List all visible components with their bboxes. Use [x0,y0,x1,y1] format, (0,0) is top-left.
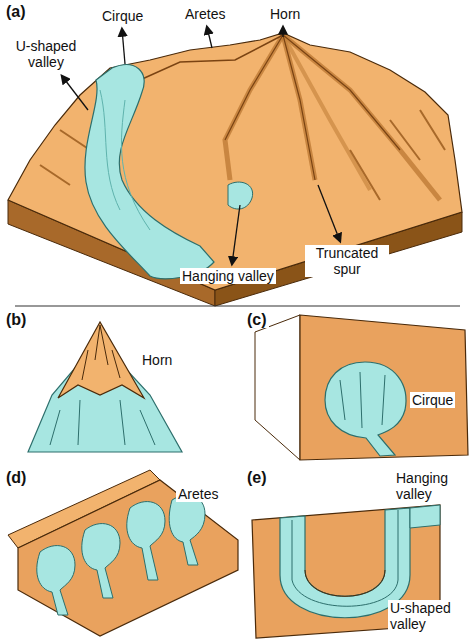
landform-label: Truncated spur [305,245,389,277]
aretes-figure [8,470,238,636]
panel-letter: (b) [4,312,28,328]
horn-figure [28,322,182,452]
block-diagram [8,33,462,306]
landform-label: Hanging valley [394,470,468,502]
landform-label: Cirque [410,392,455,408]
landform-label: U-shaped valley [8,38,84,70]
panel-letter: (e) [245,470,269,486]
panel-letter: (d) [4,470,28,486]
landform-label: Cirque [100,8,145,24]
leader-lines [62,27,340,264]
cirque-figure [255,315,468,460]
panel-letter: (a) [4,4,28,20]
landform-label: Aretes [183,6,227,22]
landform-label: Aretes [176,486,220,502]
panel-letter: (c) [245,312,269,328]
landform-label: Horn [268,6,302,22]
landform-label: Hanging valley [180,268,276,284]
divider [15,305,460,306]
landform-label: Horn [140,352,174,368]
landform-label: U-shaped valley [388,600,468,632]
